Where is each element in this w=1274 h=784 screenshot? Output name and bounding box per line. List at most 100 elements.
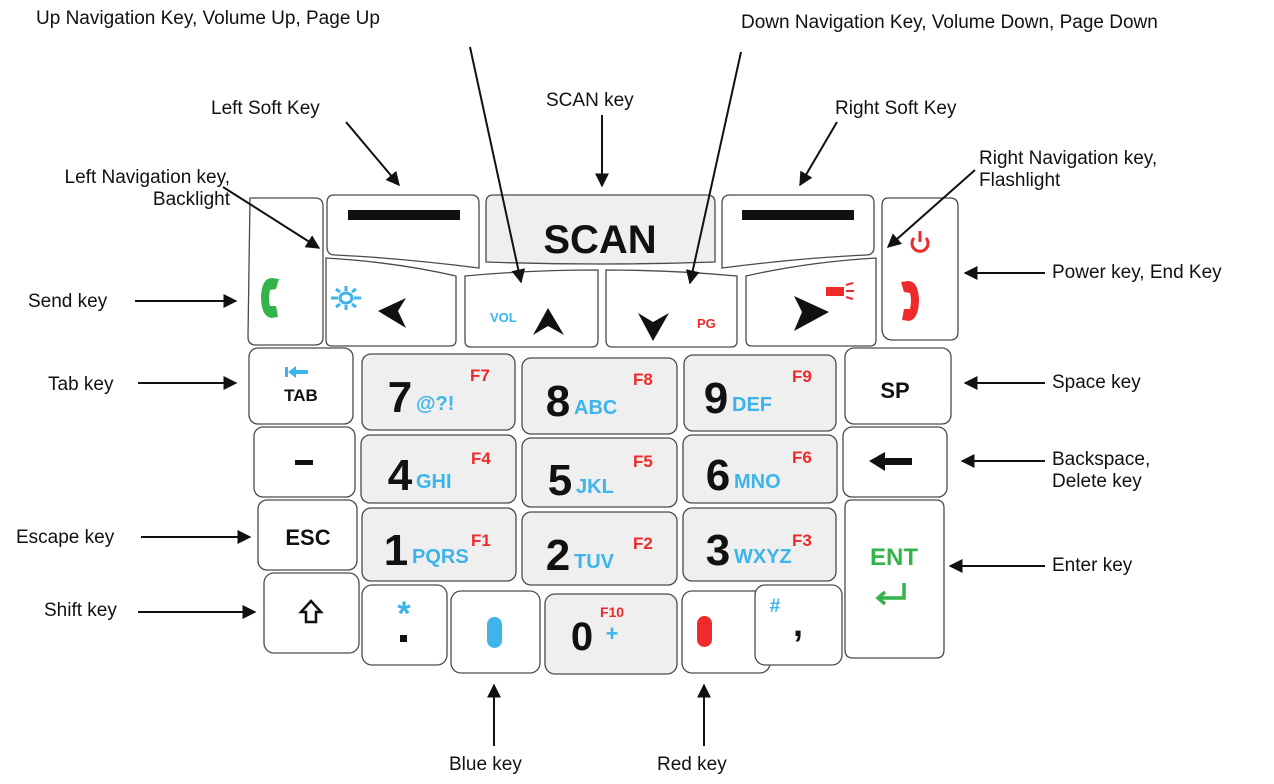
key-6[interactable] bbox=[682, 434, 838, 504]
end-handset-icon bbox=[901, 281, 919, 321]
function-label-f1: F1 bbox=[471, 531, 491, 550]
letters-4: GHI bbox=[416, 471, 452, 493]
scan-key[interactable] bbox=[485, 194, 716, 265]
label-up-navigation: Up Navigation Key, Volume Up, Page Up bbox=[36, 8, 380, 29]
star-glyph: * bbox=[397, 595, 411, 633]
hash-glyph: # bbox=[770, 596, 781, 617]
backspace-arrow-icon bbox=[869, 452, 912, 471]
digit-8: 8 bbox=[546, 377, 570, 426]
space-key[interactable] bbox=[844, 347, 952, 425]
flashlight-icon bbox=[826, 282, 854, 300]
digit-1: 1 bbox=[384, 526, 408, 575]
arrow-right-nav bbox=[886, 169, 976, 248]
function-label-f3: F3 bbox=[792, 531, 812, 550]
label-right-soft-key: Right Soft Key bbox=[835, 98, 957, 119]
send-key[interactable] bbox=[247, 197, 324, 346]
letters-3: WXYZ bbox=[734, 546, 792, 568]
label-down-navigation: Down Navigation Key, Volume Down, Page D… bbox=[741, 12, 1158, 33]
arrow-right-soft bbox=[799, 121, 838, 187]
key-7[interactable] bbox=[361, 353, 516, 431]
key-outlines bbox=[247, 194, 959, 675]
key-1[interactable] bbox=[361, 507, 517, 582]
label-right-navigation-key: Right Navigation key,Flashlight bbox=[979, 148, 1158, 191]
minus-glyph bbox=[295, 460, 313, 465]
left-soft-key[interactable] bbox=[326, 194, 480, 269]
zero-digit: 0 bbox=[571, 615, 593, 659]
tab-arrow-icon bbox=[285, 366, 308, 378]
red-pill-icon bbox=[697, 616, 712, 647]
down-chevron-icon bbox=[638, 313, 669, 341]
key-3[interactable] bbox=[682, 507, 837, 582]
key-8[interactable] bbox=[521, 357, 678, 435]
label-space-key: Space key bbox=[1052, 372, 1141, 393]
letters-1: PQRS bbox=[412, 546, 469, 568]
backlight-sun-icon bbox=[331, 286, 361, 310]
key-glyphs: SCAN VOL PG bbox=[261, 210, 930, 659]
key-4[interactable] bbox=[360, 434, 517, 504]
letters-9: DEF bbox=[732, 394, 772, 416]
shift-key[interactable] bbox=[263, 572, 360, 654]
letters-7: @?! bbox=[416, 393, 454, 415]
hash-key[interactable] bbox=[754, 584, 843, 666]
blue-pill-icon bbox=[487, 617, 502, 648]
key-9[interactable] bbox=[683, 354, 837, 432]
arrow-down-nav bbox=[685, 51, 742, 285]
space-key-label: SP bbox=[880, 378, 909, 403]
label-backspace-key: Backspace,Delete key bbox=[1052, 449, 1151, 492]
digit-3: 3 bbox=[706, 526, 730, 575]
letters-8: ABC bbox=[574, 397, 617, 419]
label-blue-key: Blue key bbox=[449, 754, 522, 775]
label-tab-key: Tab key bbox=[48, 374, 114, 395]
key-5[interactable] bbox=[521, 437, 678, 508]
plus-glyph: + bbox=[606, 621, 619, 646]
label-escape-key: Escape key bbox=[16, 527, 115, 548]
digit-4: 4 bbox=[388, 451, 413, 500]
digit-9: 9 bbox=[704, 374, 728, 423]
label-red-key: Red key bbox=[657, 754, 727, 775]
function-label-f8: F8 bbox=[633, 370, 653, 389]
label-shift-key: Shift key bbox=[44, 600, 117, 621]
label-left-soft-key: Left Soft Key bbox=[211, 98, 320, 119]
comma-glyph: , bbox=[793, 603, 803, 644]
star-key[interactable] bbox=[361, 584, 448, 666]
left-nav-key[interactable] bbox=[325, 257, 457, 347]
right-soft-bar bbox=[742, 210, 854, 220]
enter-key-label: ENT bbox=[870, 544, 918, 571]
enter-arrow-icon bbox=[875, 583, 906, 606]
vol-label: VOL bbox=[490, 310, 517, 325]
tab-key-label: TAB bbox=[284, 386, 318, 405]
f10-label: F10 bbox=[600, 604, 624, 620]
function-label-f9: F9 bbox=[792, 367, 812, 386]
left-soft-bar bbox=[348, 210, 460, 220]
function-label-f2: F2 bbox=[633, 534, 653, 553]
zero-key[interactable] bbox=[544, 593, 678, 675]
digit-6: 6 bbox=[706, 451, 730, 500]
function-label-f7: F7 bbox=[470, 366, 490, 385]
escape-key[interactable] bbox=[257, 499, 358, 571]
tab-key[interactable] bbox=[248, 347, 354, 425]
scan-key-label: SCAN bbox=[543, 218, 656, 262]
function-label-f4: F4 bbox=[471, 449, 491, 468]
label-send-key: Send key bbox=[28, 291, 108, 312]
callout-arrows bbox=[135, 46, 1045, 746]
digit-7: 7 bbox=[388, 373, 412, 422]
key-2[interactable] bbox=[521, 511, 678, 586]
label-scan-key: SCAN key bbox=[546, 90, 634, 111]
arrow-left-nav bbox=[222, 186, 321, 249]
down-nav-key[interactable] bbox=[605, 269, 738, 348]
pg-label: PG bbox=[697, 316, 716, 331]
letters-2: TUV bbox=[574, 551, 615, 573]
enter-key[interactable] bbox=[844, 499, 945, 659]
shift-arrow-icon bbox=[298, 599, 324, 624]
label-power-key: Power key, End Key bbox=[1052, 262, 1222, 283]
label-left-navigation-key: Left Navigation key,Backlight bbox=[64, 167, 230, 210]
send-handset-icon bbox=[261, 278, 279, 318]
up-nav-key[interactable] bbox=[464, 269, 599, 348]
right-soft-key[interactable] bbox=[721, 194, 875, 269]
function-label-f5: F5 bbox=[633, 452, 653, 471]
right-nav-key[interactable] bbox=[745, 257, 877, 347]
dot-glyph bbox=[400, 635, 407, 642]
